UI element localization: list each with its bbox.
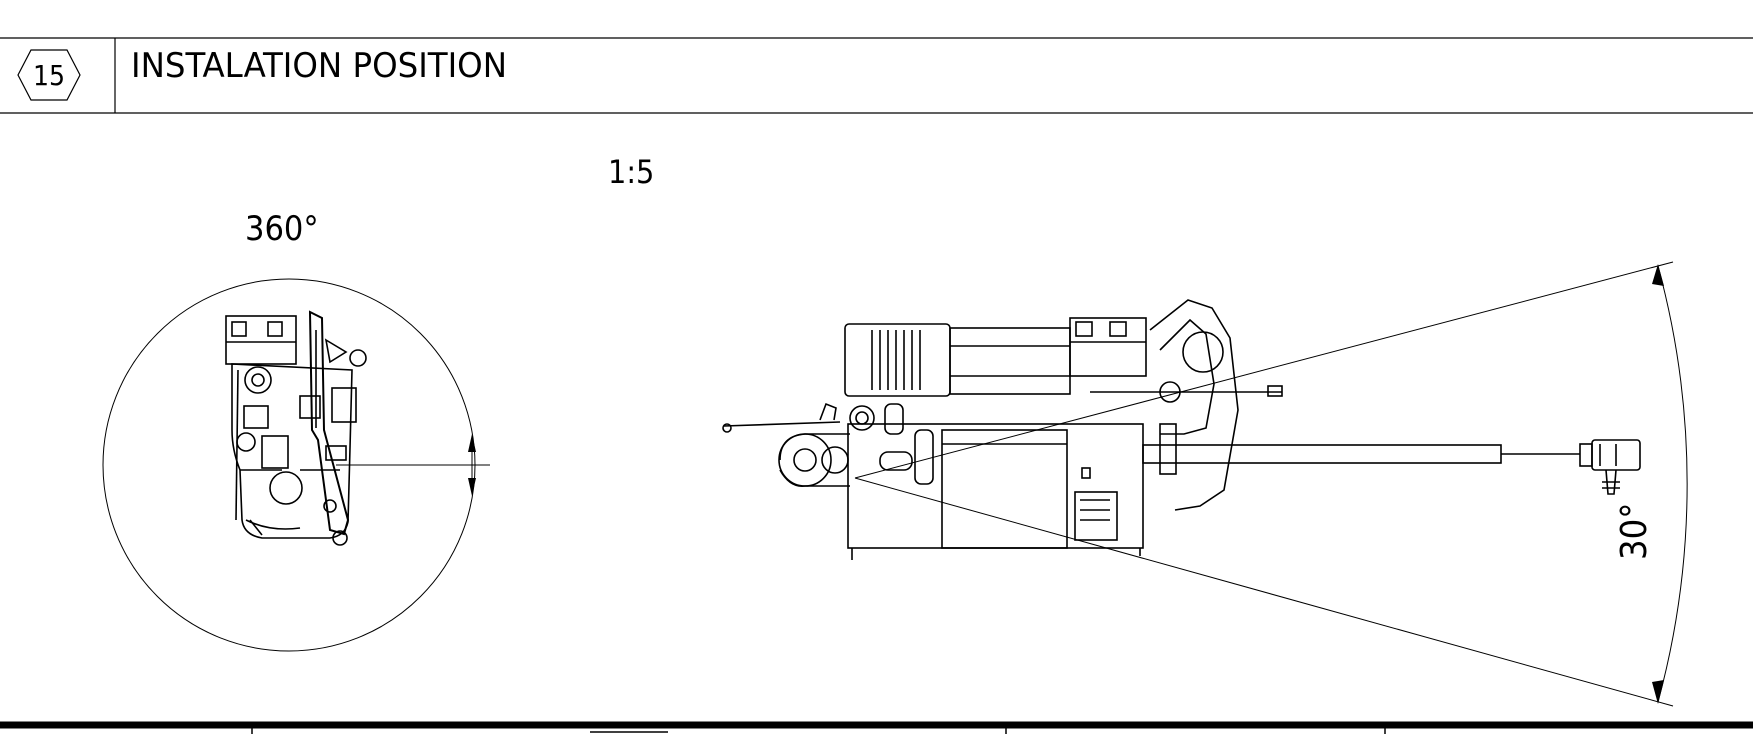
compressor-side-view — [722, 299, 1641, 560]
rotation-arrow-up-icon — [468, 434, 476, 452]
tilt-arc — [1657, 265, 1688, 703]
title-block-frame — [0, 721, 1753, 734]
side-view: 30° — [722, 261, 1688, 707]
tilt-arrow-bottom-icon — [1652, 680, 1664, 704]
tilt-arrow-top-icon — [1652, 264, 1664, 286]
section-number: 15 — [33, 59, 65, 92]
end-view: 360° — [102, 209, 490, 652]
scale-label: 1:5 — [608, 153, 654, 191]
tilt-envelope — [854, 261, 1688, 707]
rotation-arrow-down-icon — [468, 478, 476, 496]
page-title: INSTALATION POSITION — [131, 46, 507, 86]
tilt-label: 30° — [1614, 503, 1655, 560]
rotation-label: 360° — [245, 209, 319, 249]
section-number-badge — [17, 49, 81, 101]
header-band — [0, 37, 1753, 114]
compressor-end-view — [225, 310, 367, 546]
